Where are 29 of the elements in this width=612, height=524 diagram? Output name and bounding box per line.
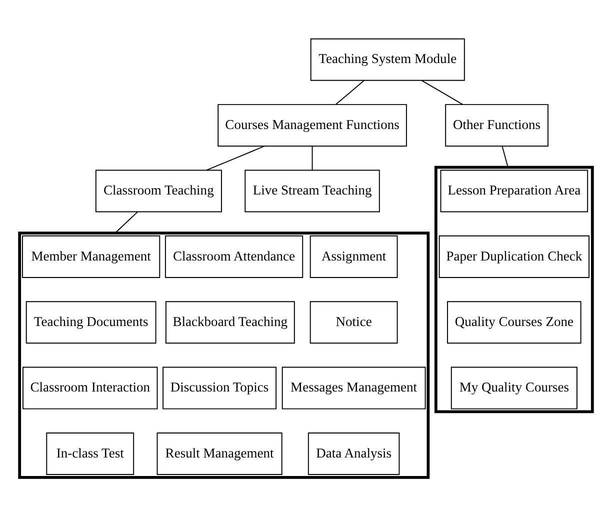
node-box: Assignment — [310, 235, 398, 278]
node-box: Messages Management — [282, 366, 426, 410]
cluster — [434, 166, 594, 414]
node-box: Teaching System Module — [310, 38, 465, 81]
node-box: Live Stream Teaching — [244, 170, 380, 212]
node-box: Blackboard Teaching — [165, 301, 295, 344]
connector — [206, 146, 265, 171]
node-box: Teaching Documents — [26, 301, 156, 344]
node-box: Lesson Preparation Area — [440, 170, 588, 212]
node-box: Classroom Attendance — [164, 235, 304, 278]
node-box: My Quality Courses — [450, 366, 578, 410]
node-box: Result Management — [156, 432, 282, 475]
node-box: Paper Duplication Check — [438, 235, 590, 278]
node-box: Notice — [310, 301, 398, 344]
node-box: Classroom Teaching — [95, 170, 222, 212]
connector — [335, 80, 365, 106]
connector — [312, 146, 313, 170]
connector — [421, 80, 464, 106]
cluster — [18, 232, 430, 479]
node-box: Member Management — [22, 235, 160, 278]
node-box: Quality Courses Zone — [447, 301, 582, 344]
node-box: Data Analysis — [308, 432, 400, 475]
node-box: Classroom Interaction — [22, 366, 158, 410]
node-box: Courses Management Functions — [218, 104, 407, 147]
node-box: Discussion Topics — [162, 366, 277, 410]
connector — [114, 211, 138, 234]
connector — [502, 146, 508, 168]
node-box: In-class Test — [46, 432, 134, 475]
node-box: Other Functions — [445, 104, 548, 147]
